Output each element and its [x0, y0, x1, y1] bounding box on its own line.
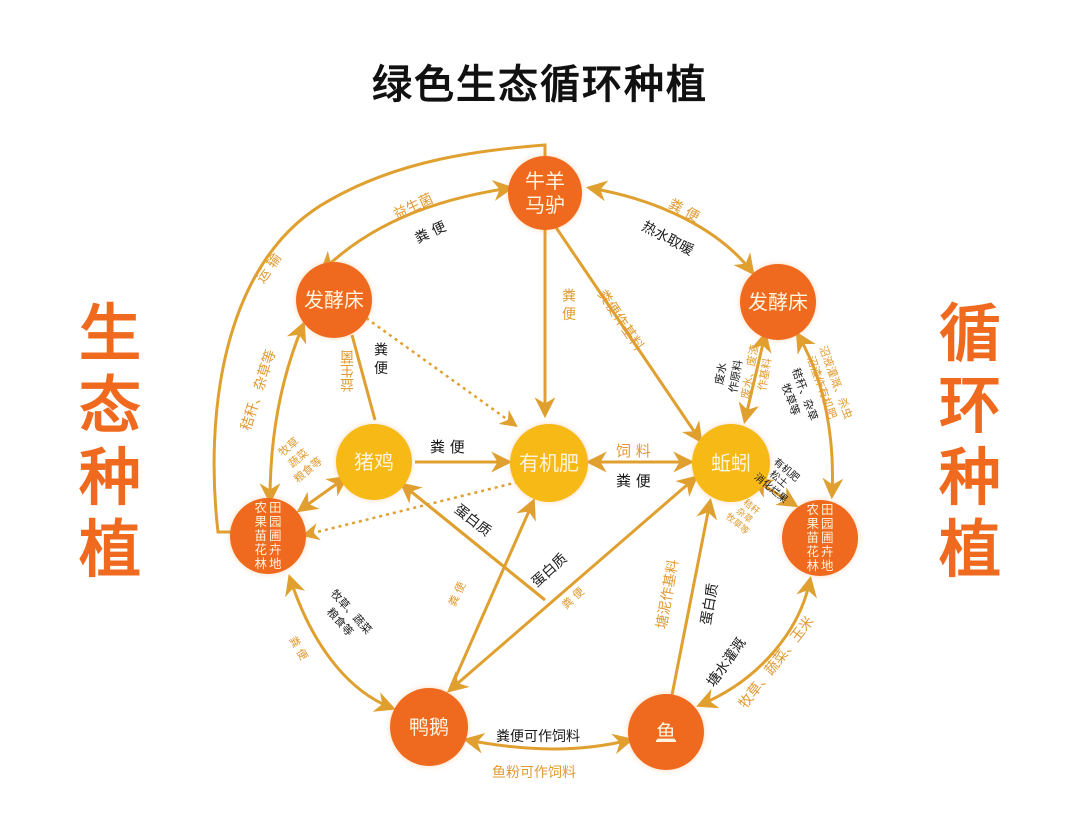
node-label: 田 — [821, 502, 834, 517]
node-label: 鸭鹅 — [409, 715, 449, 739]
node-label: 农 — [254, 500, 267, 515]
label-probiotics-left: 益生菌 — [340, 350, 356, 392]
node-label: 发酵床 — [304, 288, 364, 312]
node-label: 蚯蚓 — [711, 451, 751, 475]
node-label: 卉 — [269, 542, 282, 557]
side-title-cycle-planting: 循 环 种 植 — [930, 298, 1010, 586]
node-pig-chicken: 猪鸡 — [336, 424, 412, 500]
node-label: 圃 — [269, 528, 282, 543]
edge-ferment-farmland-left — [259, 321, 307, 505]
node-label: 苗 — [806, 530, 819, 545]
edge-ferment-fertilizer-dotted — [354, 308, 518, 428]
edge-ferment-pigchicken — [350, 334, 377, 421]
edge-earthworm-duck — [446, 475, 699, 693]
node-label: 地 — [269, 556, 282, 571]
label-manure-worm: 粪 便 — [616, 472, 651, 490]
edge-transport — [212, 143, 547, 534]
node-label: 有机肥 — [519, 451, 579, 475]
label-manure-feed: 粪便可作饲料 — [496, 729, 580, 745]
node-label: 鱼 — [656, 720, 676, 744]
label-manure-down: 粪 便 — [560, 288, 576, 321]
edge-fish-farmland-right — [696, 575, 817, 709]
edge-livestock-earthworm — [553, 225, 703, 444]
node-label: 地 — [821, 558, 834, 573]
node-fish: 鱼 — [628, 694, 704, 770]
node-farmland-left: 农 果 苗 花 林 田 园 圃 卉 地 — [230, 498, 306, 574]
node-livestock: 牛羊马驴 — [508, 156, 582, 230]
node-label: 林 — [254, 556, 267, 571]
node-label: 园 — [821, 516, 834, 531]
label-pig-to-fertilizer: 粪 便 — [430, 438, 465, 456]
side-char: 循 — [938, 297, 1001, 370]
node-label: 花 — [254, 542, 267, 557]
node-label: 田 — [269, 500, 282, 515]
edge-duck-fish — [462, 732, 635, 755]
node-label: 圃 — [821, 530, 834, 545]
edge-ferment-earthworm — [738, 330, 772, 425]
edge-pigchicken-farmland — [296, 475, 349, 513]
label-feed: 饲 料 — [616, 442, 651, 460]
side-char: 态 — [78, 369, 141, 442]
side-char: 种 — [78, 441, 141, 514]
node-organic-fertilizer: 有机肥 — [510, 424, 588, 502]
label-manure-left: 粪 便 — [372, 342, 388, 375]
edge-livestock-ferment-right — [585, 180, 755, 276]
node-earthworm: 蚯蚓 — [692, 424, 770, 502]
edge-farmland-duck — [285, 574, 396, 712]
node-label: 果 — [806, 516, 819, 531]
node-label: 发酵床 — [748, 290, 808, 314]
edge-fish-earthworm — [670, 497, 718, 696]
side-char: 植 — [78, 513, 141, 586]
edge-ferment-farmland-right — [795, 331, 844, 500]
node-label: 马驴 — [525, 193, 565, 217]
node-farmland-right: 农 果 苗 花 林 田 园 圃 卉 地 — [782, 500, 858, 576]
edge-livestock-ferment-left — [319, 180, 515, 273]
node-label: 猪鸡 — [354, 450, 394, 474]
side-title-ecological-planting: 生 态 种 植 — [70, 298, 150, 586]
side-char: 植 — [938, 513, 1001, 586]
node-ferment-bed-left: 发酵床 — [296, 262, 372, 338]
side-char: 生 — [78, 297, 141, 370]
node-duck-goose: 鸭鹅 — [390, 688, 468, 766]
node-label: 园 — [269, 514, 282, 529]
node-label: 林 — [806, 558, 819, 573]
page-title: 绿色生态循环种植 — [372, 62, 708, 108]
label-fishmeal-feed: 鱼粉可作饲料 — [492, 765, 576, 781]
node-label: 农 — [806, 502, 819, 517]
side-char: 环 — [938, 369, 1001, 442]
node-label: 花 — [806, 544, 819, 559]
node-label: 苗 — [254, 528, 267, 543]
node-label: 牛羊 — [525, 169, 565, 193]
node-ferment-bed-right: 发酵床 — [740, 264, 816, 340]
edge-protein-arrow — [399, 482, 546, 602]
edge-fertilizer-farmland-dotted — [301, 480, 519, 541]
side-char: 种 — [938, 441, 1001, 514]
node-label: 果 — [254, 514, 267, 529]
node-label: 卉 — [821, 544, 834, 559]
